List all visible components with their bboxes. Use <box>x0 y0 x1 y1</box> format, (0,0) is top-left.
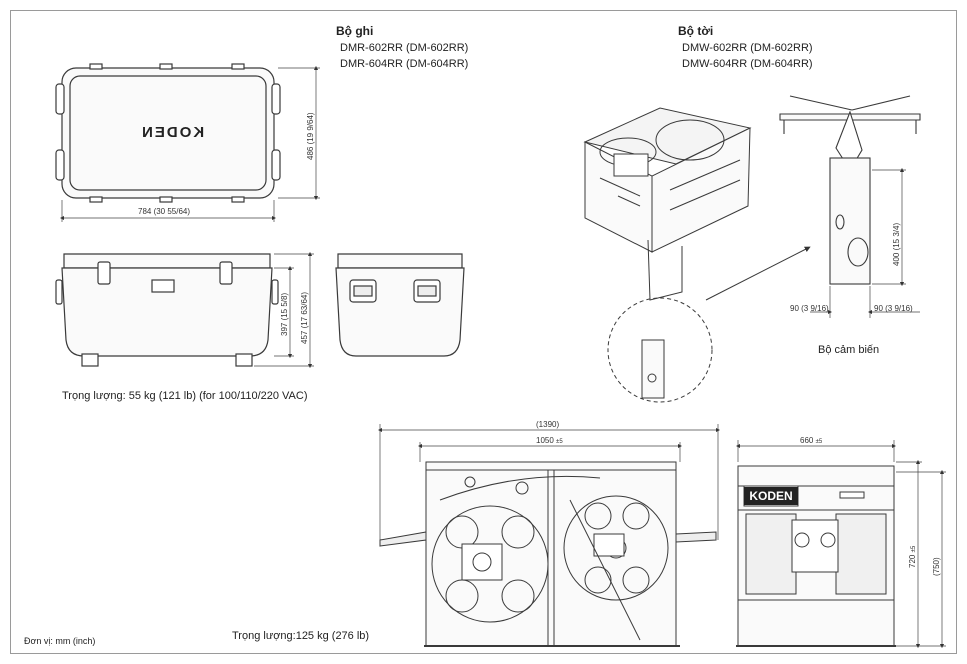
recorder-front-dims <box>254 251 314 369</box>
winch-height-tolerance: ±5 <box>911 545 917 553</box>
winch-frame-dim: 1050 ±5 <box>536 436 563 445</box>
winch-logo: KODEN <box>744 487 798 505</box>
winch-front-view <box>379 461 717 647</box>
sensor-dims <box>810 167 920 318</box>
sensor-caption: Bộ cảm biến <box>818 344 880 356</box>
winch-height-total-dim: (750) <box>932 557 941 576</box>
winch-overall-dim: (1390) <box>536 420 560 429</box>
sensor-drawing <box>779 95 921 285</box>
recorder-height-body-dim: 397 (15 5/8) <box>280 292 289 336</box>
winch-side-view <box>736 465 896 647</box>
winch-heading: Bộ tời <box>678 24 714 38</box>
recorder-top-view <box>55 63 281 203</box>
winch-model-2: DMW-604RR (DM-604RR) <box>682 58 813 70</box>
winch-isometric <box>583 107 811 403</box>
winch-side-dim: 660 ±5 <box>800 436 822 445</box>
winch-front-dims <box>377 424 721 540</box>
winch-side-value: 660 <box>800 436 814 445</box>
winch-side-dims <box>735 440 946 649</box>
winch-frame-value: 1050 <box>536 436 554 445</box>
sensor-width-left-dim: 90 (3 9/16) <box>790 304 829 313</box>
recorder-logo: KODEN <box>140 124 205 141</box>
winch-model-1: DMW-602RR (DM-602RR) <box>682 42 813 54</box>
recorder-model-1: DMR-602RR (DM-602RR) <box>340 42 469 54</box>
sensor-height-dim: 400 (15 3/4) <box>892 222 901 266</box>
recorder-side-view <box>335 253 465 357</box>
sensor-width-right-dim: 90 (3 9/16) <box>874 304 913 313</box>
recorder-model-2: DMR-604RR (DM-604RR) <box>340 58 469 70</box>
winch-weight: Trọng lượng:125 kg (276 lb) <box>232 630 370 642</box>
winch-frame-tolerance: ±5 <box>556 439 563 445</box>
winch-height-value: 720 <box>908 554 917 568</box>
recorder-top-dims <box>59 65 320 222</box>
recorder-height-total-dim: 457 (17 63/64) <box>300 291 309 344</box>
recorder-depth-dim: 486 (19 9/64) <box>306 112 315 160</box>
winch-side-tolerance: ±5 <box>815 439 823 445</box>
recorder-weight: Trọng lượng: 55 kg (121 lb) (for 100/110… <box>62 390 308 402</box>
recorder-heading: Bộ ghi <box>336 24 374 38</box>
recorder-width-dim: 784 (30 55/64) <box>138 207 191 216</box>
units-note: Đơn vị: mm (inch) <box>24 636 96 646</box>
recorder-front-view <box>55 253 279 367</box>
winch-height-dim: 720 ±5 <box>908 546 917 568</box>
drawing-frame <box>10 10 957 654</box>
